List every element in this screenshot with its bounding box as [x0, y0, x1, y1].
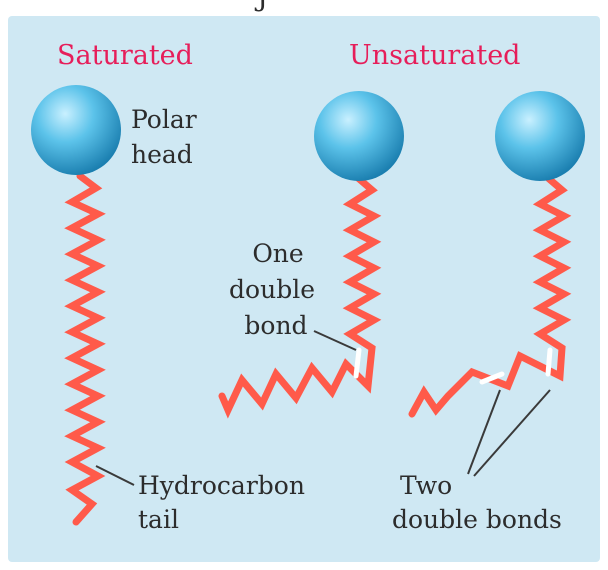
saturated-polar-head	[31, 85, 121, 175]
saturated-tail	[64, 172, 106, 526]
leader-hydrocarbon-tail	[95, 465, 135, 486]
heading-saturated: Saturated	[57, 40, 193, 71]
top-glyph: J	[254, 0, 268, 13]
one-double-bond-polar-head	[314, 91, 404, 181]
double-bond-mark-lower	[479, 371, 505, 385]
two-double-bonds-polar-head	[495, 91, 585, 181]
one-double-bond-tail	[218, 174, 382, 419]
double-bond-mark-upper	[545, 347, 553, 377]
leader-two-double-bonds-a	[467, 389, 501, 475]
leader-one-double-bond	[313, 330, 357, 351]
leader-two-double-bonds-b	[473, 389, 551, 477]
label-two-double-bonds: Two double bonds	[392, 471, 562, 534]
heading-unsaturated: Unsaturated	[349, 40, 520, 71]
two-double-bonds-tail	[408, 174, 572, 418]
label-hydrocarbon-tail: Hydrocarbon tail	[138, 471, 313, 534]
double-bond-mark	[353, 347, 362, 379]
label-one-double-bond: One double bond	[229, 239, 323, 340]
label-polar-head: Polar head	[131, 105, 205, 169]
